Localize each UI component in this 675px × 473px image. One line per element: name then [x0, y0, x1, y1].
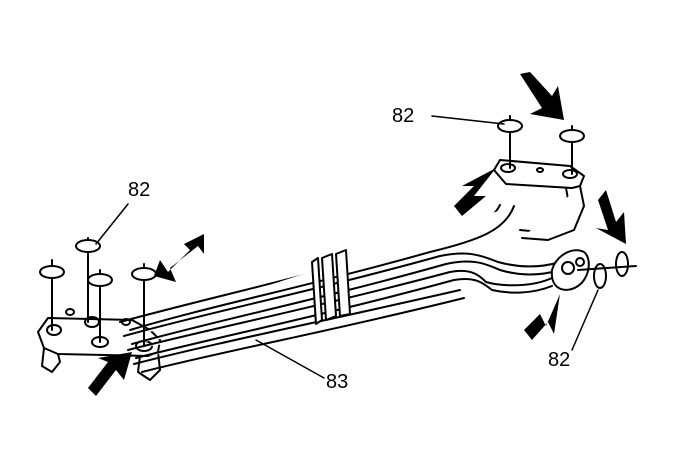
upper-right-bracket [493, 159, 585, 241]
arrow-right-bottom [524, 294, 560, 340]
fastener-washers [39, 115, 637, 347]
arrow-upper-right-top [520, 72, 564, 120]
arrow-upper-right-bottom [454, 168, 496, 216]
callout-83: 83 [326, 371, 348, 393]
arrows [88, 72, 626, 396]
right-flange [550, 249, 629, 291]
callout-82-right: 82 [548, 349, 570, 371]
arrow-left-bottom [88, 352, 132, 396]
arrow-right-top [596, 190, 626, 244]
pipe-clamp [311, 249, 351, 325]
callout-82-top: 82 [392, 105, 414, 127]
arrow-left-top [154, 234, 204, 282]
callout-82-left: 82 [128, 179, 150, 201]
leader-lines [95, 115, 599, 379]
